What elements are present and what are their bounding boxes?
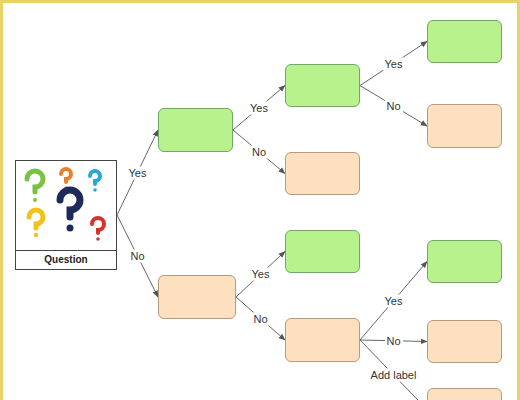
question-icon xyxy=(27,169,104,241)
yes-box xyxy=(427,240,502,283)
edge-label: No xyxy=(128,250,146,263)
question-box: Question xyxy=(15,160,117,270)
edge-label: Yes xyxy=(248,101,270,114)
no-box xyxy=(285,318,360,362)
no-box xyxy=(427,388,502,400)
edge-label: Yes xyxy=(383,57,405,70)
no-box xyxy=(285,152,360,195)
yes-box xyxy=(427,20,502,63)
connector-arrow xyxy=(360,42,427,86)
yes-box xyxy=(285,64,360,107)
connector-arrow xyxy=(360,86,427,127)
edge-label: Yes xyxy=(383,294,405,307)
no-box xyxy=(158,275,236,319)
no-box xyxy=(427,320,502,363)
connector-arrow xyxy=(117,130,158,215)
edge-label: No xyxy=(250,145,268,158)
connector-arrow xyxy=(233,86,285,131)
connector-arrow xyxy=(360,262,427,341)
yes-box xyxy=(285,230,360,273)
edge-label: Yes xyxy=(127,166,149,179)
edge-label: Yes xyxy=(250,268,272,281)
connector-arrow xyxy=(117,215,158,297)
edge-label: Add label xyxy=(369,368,419,381)
no-box xyxy=(427,104,502,148)
yes-box xyxy=(158,108,233,152)
connector-arrow xyxy=(236,297,285,340)
connector-arrow xyxy=(236,252,285,298)
edge-label: No xyxy=(384,334,402,347)
node-label: Question xyxy=(16,250,116,269)
connector-arrow xyxy=(233,130,285,174)
edge-label: No xyxy=(384,99,402,112)
edge-label: No xyxy=(251,312,269,325)
connector-arrow xyxy=(360,340,427,400)
